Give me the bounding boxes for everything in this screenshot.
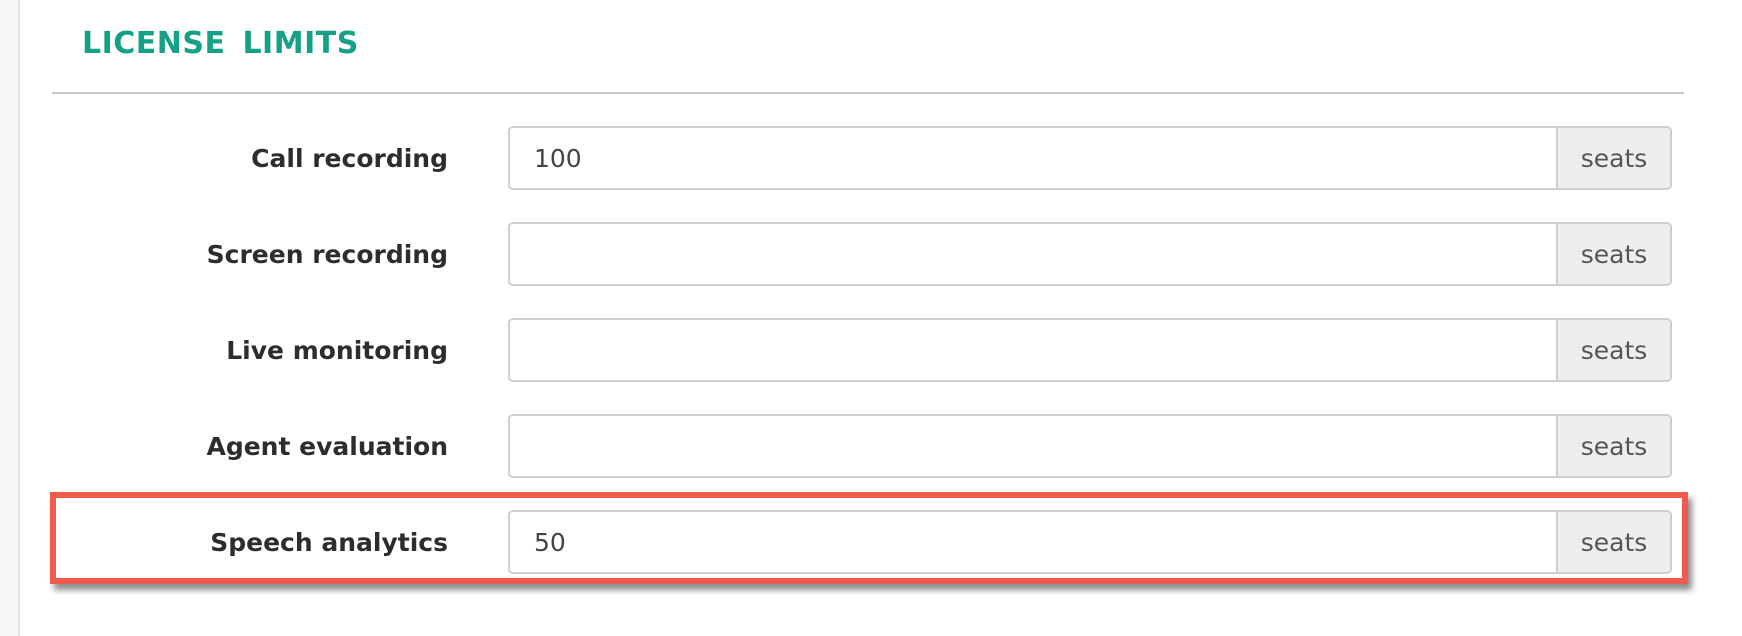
field-row-live-monitoring: Live monitoring seats: [52, 318, 1684, 384]
speech-analytics-unit-addon: seats: [1556, 512, 1670, 572]
call-recording-unit-addon: seats: [1556, 128, 1670, 188]
call-recording-input[interactable]: [510, 128, 1556, 188]
live-monitoring-input-group: seats: [508, 318, 1672, 382]
agent-evaluation-input-group: seats: [508, 414, 1672, 478]
field-row-call-recording: Call recording seats: [52, 126, 1684, 192]
call-recording-label: Call recording: [251, 144, 448, 173]
agent-evaluation-label: Agent evaluation: [206, 432, 448, 461]
live-monitoring-label: Live monitoring: [226, 336, 448, 365]
screen-recording-unit-addon: seats: [1556, 224, 1670, 284]
license-limits-panel: LICENSE LIMITS Call recording seats Scre…: [18, 0, 1742, 636]
speech-analytics-input-group: seats: [508, 510, 1672, 574]
field-row-screen-recording: Screen recording seats: [52, 222, 1684, 288]
field-row-speech-analytics: Speech analytics seats: [52, 510, 1684, 576]
screen-recording-label: Screen recording: [206, 240, 448, 269]
screen-recording-input-group: seats: [508, 222, 1672, 286]
speech-analytics-label: Speech analytics: [210, 528, 448, 557]
live-monitoring-input[interactable]: [510, 320, 1556, 380]
section-title: LICENSE LIMITS: [82, 26, 359, 61]
field-row-agent-evaluation: Agent evaluation seats: [52, 414, 1684, 480]
section-divider: [52, 92, 1684, 94]
screen-recording-input[interactable]: [510, 224, 1556, 284]
speech-analytics-input[interactable]: [510, 512, 1556, 572]
agent-evaluation-unit-addon: seats: [1556, 416, 1670, 476]
agent-evaluation-input[interactable]: [510, 416, 1556, 476]
live-monitoring-unit-addon: seats: [1556, 320, 1670, 380]
call-recording-input-group: seats: [508, 126, 1672, 190]
